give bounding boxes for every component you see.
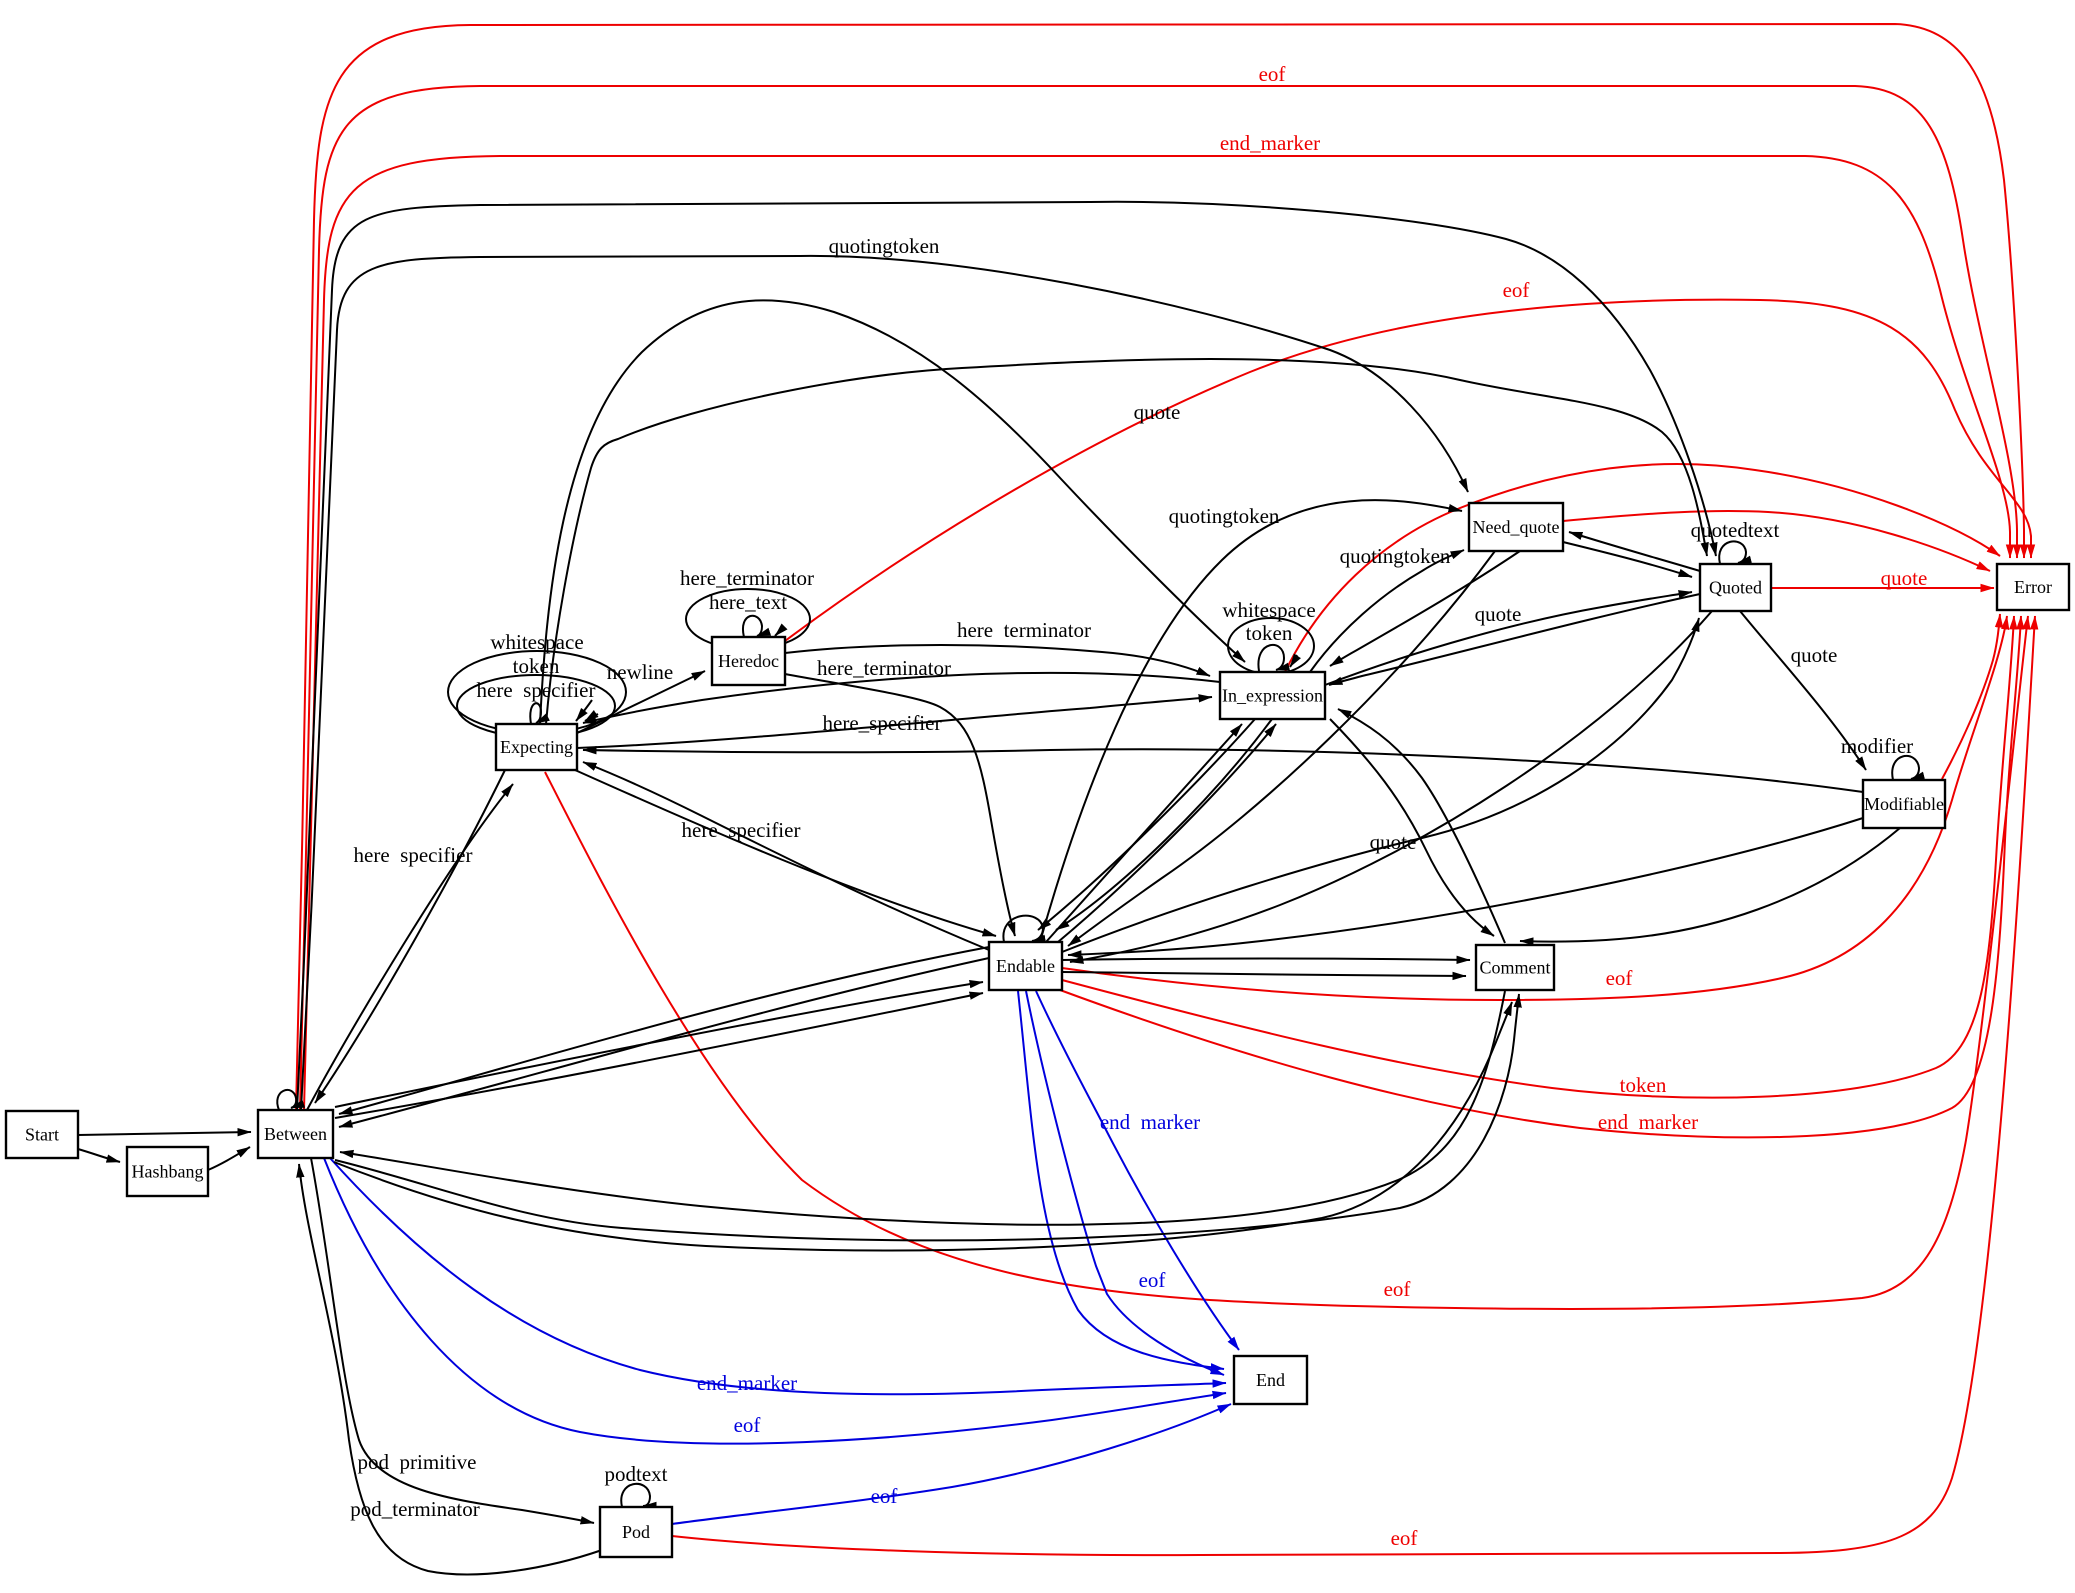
svg-text:Hashbang: Hashbang [132,1162,204,1182]
svg-text:newline: newline [607,660,673,684]
svg-text:eof: eof [1139,1268,1166,1292]
svg-text:Between: Between [264,1124,327,1144]
svg-text:Need_quote: Need_quote [1473,517,1560,537]
svg-text:here specifier: here specifier [477,678,596,702]
svg-text:modifier: modifier [1841,734,1913,758]
svg-text:eof: eof [1259,62,1286,86]
svg-text:quotingtoken: quotingtoken [1169,504,1280,528]
svg-text:In_expression: In_expression [1222,686,1323,706]
svg-text:quotedtext: quotedtext [1691,518,1780,542]
svg-text:end marker: end marker [1598,1110,1698,1134]
svg-text:quote: quote [1791,643,1838,667]
svg-text:quotingtoken: quotingtoken [1340,544,1451,568]
svg-text:eof: eof [1606,966,1633,990]
svg-text:token: token [1620,1073,1667,1097]
svg-text:Expecting: Expecting [500,737,573,757]
svg-text:end marker: end marker [1100,1110,1200,1134]
svg-text:here specifier: here specifier [682,818,801,842]
svg-text:here_terminator: here_terminator [680,566,814,590]
svg-text:Quoted: Quoted [1709,578,1762,598]
svg-text:Start: Start [25,1125,59,1145]
svg-text:Modifiable: Modifiable [1864,794,1944,814]
svg-text:quote: quote [1881,566,1928,590]
svg-text:eof: eof [734,1413,761,1437]
svg-text:end_marker: end_marker [1220,131,1320,155]
svg-text:here specifier: here specifier [354,843,473,867]
svg-text:here_text: here_text [709,590,787,614]
svg-text:token: token [513,654,560,678]
svg-text:eof: eof [1384,1277,1411,1301]
svg-text:Pod: Pod [622,1522,650,1542]
svg-text:pod primitive: pod primitive [358,1450,477,1474]
svg-text:Comment: Comment [1480,958,1551,978]
svg-text:eof: eof [1503,278,1530,302]
svg-text:Endable: Endable [996,956,1055,976]
svg-text:Error: Error [2014,577,2052,597]
svg-text:quote: quote [1134,400,1181,424]
svg-text:token: token [1246,621,1293,645]
svg-text:pod_terminator: pod_terminator [350,1497,479,1521]
svg-text:quotingtoken: quotingtoken [829,234,940,258]
svg-text:eof: eof [1391,1526,1418,1550]
svg-text:End: End [1256,1370,1285,1390]
svg-text:here_terminator: here_terminator [817,656,951,680]
svg-text:podtext: podtext [605,1462,668,1486]
svg-text:here terminator: here terminator [957,618,1091,642]
svg-text:whitespace: whitespace [1222,598,1315,622]
svg-text:eof: eof [871,1484,898,1508]
svg-text:whitespace: whitespace [490,630,583,654]
svg-text:Heredoc: Heredoc [718,651,779,671]
svg-text:quote: quote [1370,830,1417,854]
svg-text:quote: quote [1475,602,1522,626]
svg-text:here_specifier: here_specifier [823,711,942,735]
svg-text:end_marker: end_marker [697,1371,797,1395]
